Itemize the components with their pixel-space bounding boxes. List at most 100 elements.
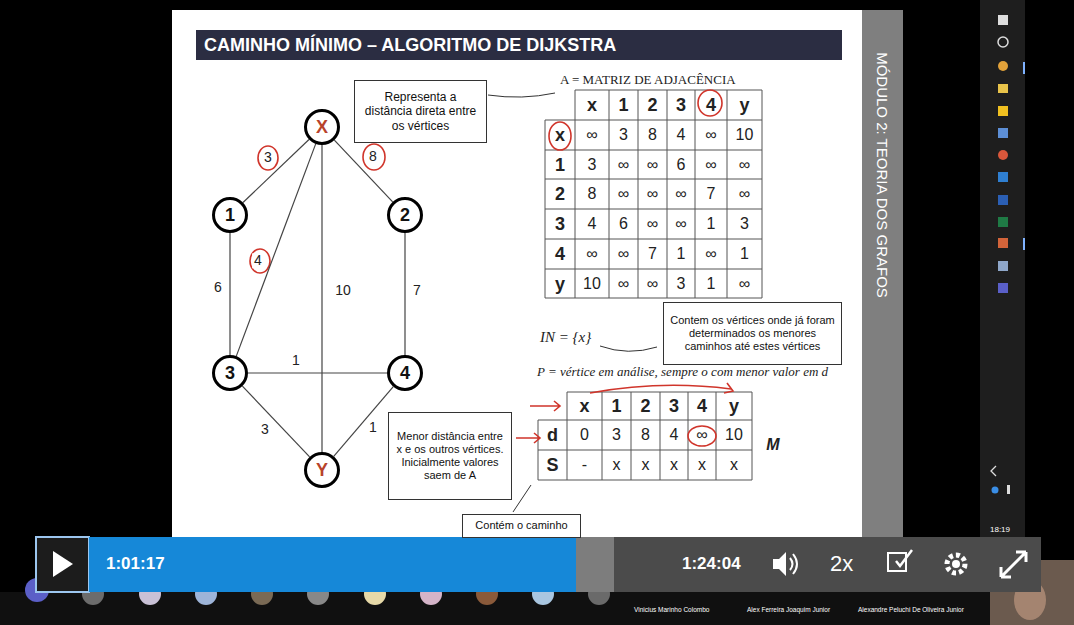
note: P = vértice em análise, sempre o com men… (537, 365, 828, 380)
matrix-caption: A = MATRIZ DE ADJACÊNCIA (560, 73, 736, 88)
edge-weight: 6 (212, 280, 224, 295)
table-cell: ∞ (739, 274, 750, 292)
table-cell: 8 (641, 426, 650, 444)
callout-box: Menor distância entre x e os outros vért… (388, 412, 512, 500)
vertex-name: 1 (225, 205, 235, 226)
table-cell: ∞ (705, 245, 716, 263)
table-header: x (555, 125, 565, 146)
table-header: y (739, 95, 749, 116)
graph-vertex: 4 (387, 355, 423, 391)
graph-edge (321, 145, 322, 452)
callout-box: Representa a distância direta entre os v… (354, 80, 487, 143)
callout-text: Representa a distância direta entre os v… (361, 90, 480, 133)
slide-title: CAMINHO MÍNIMO – ALGORITMO DE DIJKSTRA (204, 35, 616, 56)
table-cell: 10 (736, 126, 754, 144)
table-cell: ∞ (675, 215, 686, 233)
edge-weight: 1 (367, 420, 379, 435)
edge-weight: 7 (411, 283, 423, 298)
table-cell: 0 (580, 426, 589, 444)
clock: 18:19 (990, 525, 1010, 534)
table-cell: ∞ (618, 155, 629, 173)
graph-edge (404, 233, 405, 355)
graph-vertex: Y (304, 452, 340, 488)
table-cell: ∞ (647, 155, 658, 173)
table-cell: 1 (707, 215, 716, 233)
table-cell: 3 (677, 274, 686, 292)
table-cell: x (698, 456, 706, 474)
table-cell: ∞ (586, 245, 597, 263)
table-cell: 1 (707, 274, 716, 292)
table-cell: ∞ (618, 274, 629, 292)
graph-edge (334, 140, 392, 202)
callout-text: Contem os vértices onde já foram determi… (670, 314, 835, 354)
table-cell: 8 (648, 126, 657, 144)
table-header: y (555, 273, 565, 294)
table-header: 2 (640, 396, 650, 417)
table-cell: ∞ (675, 185, 686, 203)
table-header: 1 (618, 95, 628, 116)
table-cell: x (642, 456, 650, 474)
table-cell: 1 (740, 245, 749, 263)
table-cell: ∞ (705, 155, 716, 173)
participant-name: Alexandre Peluchi De Oliveira Junior (858, 606, 964, 613)
participant-name: Vinicius Marinho Colombo (634, 606, 709, 613)
table-header: 3 (676, 95, 686, 116)
graph-vertex: 2 (387, 197, 423, 233)
table-cell: 3 (619, 126, 628, 144)
table-cell: 8 (588, 185, 597, 203)
table-header: y (729, 396, 739, 417)
edge-weight: 10 (333, 283, 353, 298)
table-header: d (547, 425, 558, 446)
module-heading: MÓDULO 2: TEORIA DOS GRAFOS (873, 52, 890, 298)
table-header: x (587, 95, 597, 116)
table-cell: ∞ (647, 215, 658, 233)
table-cell: 10 (725, 426, 743, 444)
vertex-name: 3 (225, 363, 235, 384)
table-cell: ∞ (705, 126, 716, 144)
vertex-name: 2 (400, 205, 410, 226)
table-cell: 10 (583, 274, 601, 292)
graph-edge (236, 144, 315, 356)
table-cell: ∞ (647, 185, 658, 203)
vertex-name: Y (316, 460, 328, 481)
table-header: 4 (555, 244, 565, 265)
table-cell: 7 (648, 245, 657, 263)
edge-weight: 1 (290, 353, 302, 368)
table-cell: ∞ (586, 126, 597, 144)
vertex-name: 4 (400, 363, 410, 384)
table-cell: 6 (677, 155, 686, 173)
table-header: 4 (706, 95, 716, 116)
callout-box: Contem os vértices onde já foram determi… (663, 302, 842, 365)
table-name: M (766, 436, 779, 454)
edge-weight: 3 (262, 150, 274, 165)
table-header: 2 (647, 95, 657, 116)
table-cell: 4 (677, 126, 686, 144)
table-cell: ∞ (739, 185, 750, 203)
table-header: 2 (555, 184, 565, 205)
callout-text: Contém o caminho (469, 519, 574, 532)
table-cell: ∞ (618, 245, 629, 263)
graph-vertex: X (304, 109, 340, 145)
table-header: 1 (555, 154, 565, 175)
table-cell: x (613, 456, 621, 474)
playback-speed: 2x (830, 551, 853, 576)
elapsed-time: 1:01:17 (106, 554, 165, 574)
table-cell: ∞ (618, 185, 629, 203)
table-cell: ∞ (739, 155, 750, 173)
table-cell: ∞ (647, 274, 658, 292)
table-header: 4 (697, 396, 707, 417)
table-cell: 7 (707, 185, 716, 203)
vertex-name: X (316, 117, 328, 138)
edge-weight: 3 (259, 422, 271, 437)
callout-text: Menor distância entre x e os outros vért… (395, 430, 505, 483)
table-cell: 3 (740, 215, 749, 233)
graph-edge (242, 386, 309, 457)
table-cell: 1 (677, 245, 686, 263)
graph-edge (243, 139, 309, 202)
table-cell: x (730, 456, 738, 474)
edge-weight: 4 (252, 253, 264, 268)
table-header: 3 (555, 214, 565, 235)
table-cell: ∞ (696, 426, 707, 444)
table-header: 3 (669, 396, 679, 417)
callout-box: Contém o caminho (462, 514, 581, 538)
